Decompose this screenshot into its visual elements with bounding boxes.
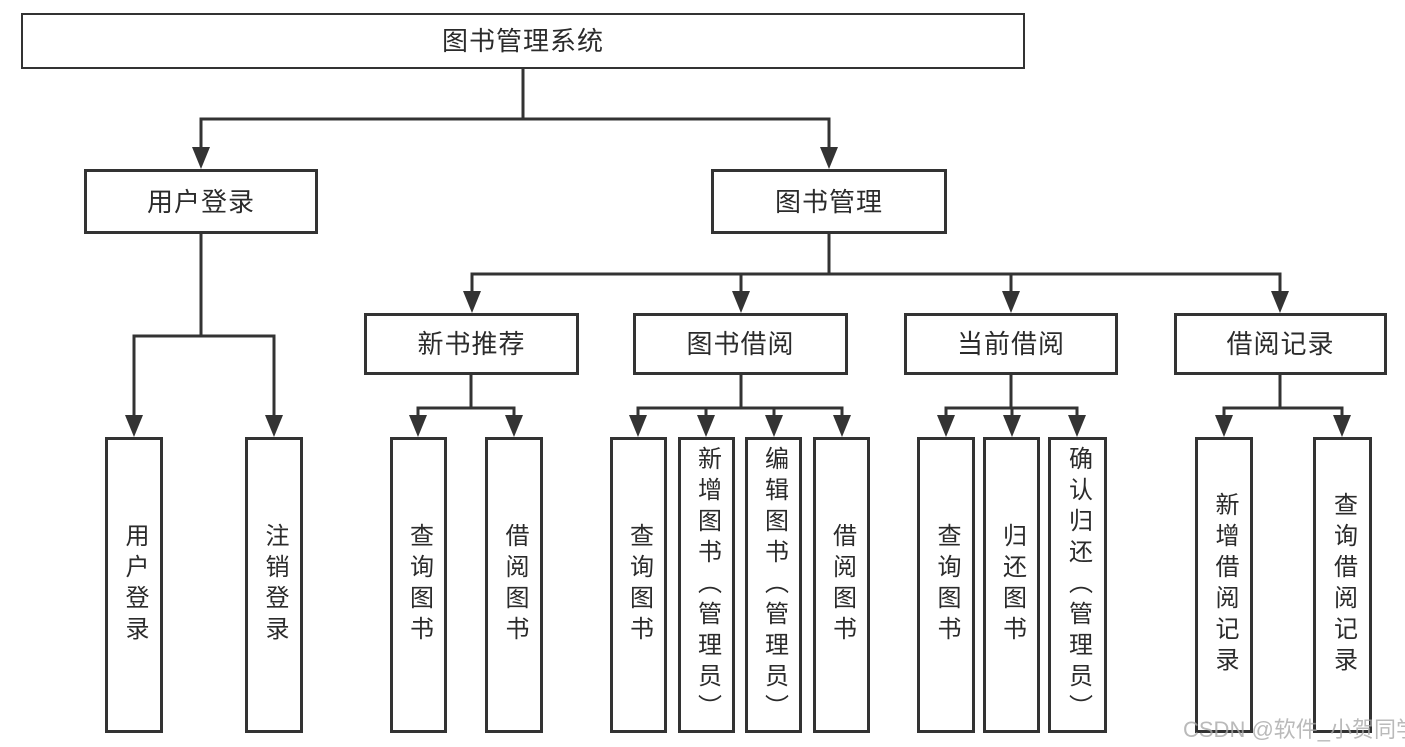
leaf-query-books-current: 查询图书 — [917, 437, 975, 733]
leaf-edit-book-admin: 编辑图书（管理员） — [745, 437, 802, 733]
leaf-add-book-admin: 新增图书（管理员） — [678, 437, 735, 733]
node-label: 查询借阅记录 — [1329, 492, 1357, 678]
leaf-borrow-books-recommend: 借阅图书 — [485, 437, 543, 733]
leaf-query-books-borrow: 查询图书 — [610, 437, 667, 733]
node-borrowing-records: 借阅记录 — [1174, 313, 1387, 375]
leaf-query-books-recommend: 查询图书 — [390, 437, 447, 733]
node-label: 新增借阅记录 — [1211, 492, 1238, 678]
node-label: 新增图书（管理员） — [693, 446, 721, 725]
leaf-logout-login: 注销登录 — [245, 437, 303, 733]
node-label: 用户登录 — [146, 186, 255, 217]
node-new-book-recommendation: 新书推荐 — [364, 313, 579, 375]
leaf-add-borrow-record: 新增借阅记录 — [1195, 437, 1253, 733]
node-label: 查询图书 — [625, 523, 653, 647]
node-user-login: 用户登录 — [84, 169, 318, 234]
leaf-confirm-return-admin: 确认归还（管理员） — [1048, 437, 1107, 733]
node-label: 图书管理 — [774, 186, 883, 217]
node-library-management-system: 图书管理系统 — [21, 13, 1025, 69]
node-label: 查询图书 — [933, 523, 960, 647]
node-label: 借阅记录 — [1226, 329, 1335, 359]
node-book-borrowing: 图书借阅 — [633, 313, 848, 375]
node-label: 借阅图书 — [828, 523, 856, 647]
node-label: 注销登录 — [261, 523, 288, 647]
node-current-borrowing: 当前借阅 — [904, 313, 1118, 375]
node-label: 借阅图书 — [501, 523, 528, 647]
node-label: 图书管理系统 — [441, 26, 604, 56]
node-label: 用户登录 — [121, 523, 148, 647]
leaf-user-login: 用户登录 — [105, 437, 163, 733]
leaf-borrow-books: 借阅图书 — [813, 437, 870, 733]
node-label: 图书借阅 — [686, 329, 795, 359]
node-label: 查询图书 — [405, 523, 433, 647]
leaf-return-books: 归还图书 — [983, 437, 1040, 733]
node-book-management: 图书管理 — [711, 169, 947, 234]
node-label: 新书推荐 — [417, 329, 526, 359]
node-label: 归还图书 — [998, 523, 1026, 647]
node-label: 当前借阅 — [956, 329, 1065, 359]
csdn-watermark: CSDN @软件_小贺同学 — [1183, 717, 1405, 742]
leaf-query-borrow-record: 查询借阅记录 — [1313, 437, 1372, 733]
node-label: 编辑图书（管理员） — [760, 446, 788, 725]
node-label: 确认归还（管理员） — [1064, 446, 1092, 725]
